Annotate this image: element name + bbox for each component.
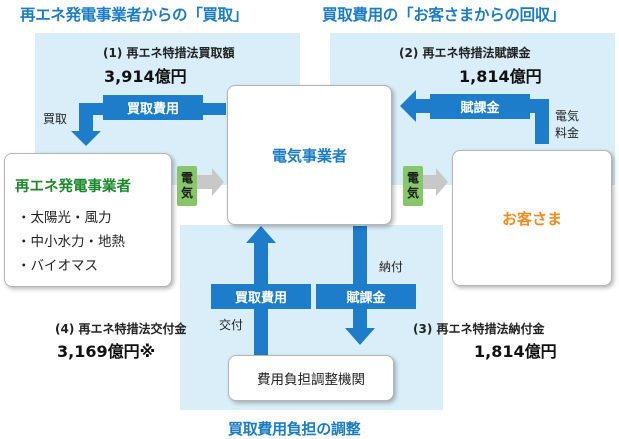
- generator-type-item: ・太陽光・風力: [17, 210, 112, 226]
- generator-node-label: 再エネ発電事業者: [15, 179, 131, 195]
- title-collection-from-customers: 買取費用の「お客さまからの回収」: [322, 6, 566, 24]
- electricity-tag-left-char-1: 電: [180, 171, 193, 185]
- adjuster-node-label: 費用負担調整機関: [257, 372, 365, 388]
- note-nofu: 納付: [379, 260, 404, 274]
- electricity-arrow-to-customer: [420, 168, 448, 196]
- purchase-cost-tag-bottom: 買取費用: [211, 284, 311, 309]
- purchase-amount-value: 3,914億円: [104, 67, 187, 86]
- levy-amount-label: (2) 再エネ特措法賦課金: [399, 46, 531, 60]
- electricity-tag-right: 電 気: [403, 166, 423, 206]
- purchase-amount-label: (1) 再エネ特措法買取額: [103, 46, 235, 60]
- levy-tag-bottom: 賦課金: [316, 284, 416, 309]
- levy-tag-top: 賦課金: [430, 94, 530, 119]
- electricity-arrow-to-utility: [192, 168, 224, 196]
- generator-node: 再エネ発電事業者 ・太陽光・風力 ・中小水力・地熱 ・バイオマス: [4, 153, 172, 287]
- levy-amount-value: 1,814億円: [459, 67, 542, 86]
- note-electricity-fee-line-1: 電気: [555, 109, 580, 123]
- purchase-cost-tag-top: 買取費用: [103, 95, 203, 120]
- generator-type-item: ・中小水力・地熱: [17, 234, 125, 250]
- generator-type-list: ・太陽光・風力 ・中小水力・地熱 ・バイオマス: [17, 206, 125, 278]
- adjuster-node: 費用負担調整機関: [228, 355, 394, 401]
- electricity-tag-left: 電 気: [177, 166, 197, 206]
- note-electricity-fee-line-2: 料金: [555, 126, 580, 140]
- grant-amount-label: (4) 再エネ特措法交付金: [55, 322, 187, 336]
- customer-node: お客さま: [452, 150, 612, 286]
- electricity-tag-right-char-1: 電: [406, 171, 419, 185]
- payment-amount-value: 1,814億円: [474, 342, 557, 361]
- electricity-tag-left-char-2: 気: [180, 186, 193, 200]
- note-kofu: 交付: [219, 318, 244, 332]
- customer-node-label: お客さま: [501, 209, 562, 228]
- payment-amount-label: (3) 再エネ特措法納付金: [413, 322, 545, 336]
- title-cost-adjustment: 買取費用負担の調整: [228, 420, 361, 438]
- electricity-tag-right-char-2: 気: [406, 186, 419, 200]
- note-electricity-fee: 電気 料金: [555, 108, 579, 142]
- utility-node-label: 電気事業者: [271, 146, 347, 165]
- title-purchase-from-generators: 再エネ発電事業者からの「買取」: [20, 6, 249, 24]
- utility-node: 電気事業者: [227, 85, 392, 225]
- note-kaitori: 買取: [43, 112, 68, 126]
- grant-amount-value: 3,169億円※: [57, 342, 156, 361]
- generator-type-item: ・バイオマス: [17, 258, 98, 274]
